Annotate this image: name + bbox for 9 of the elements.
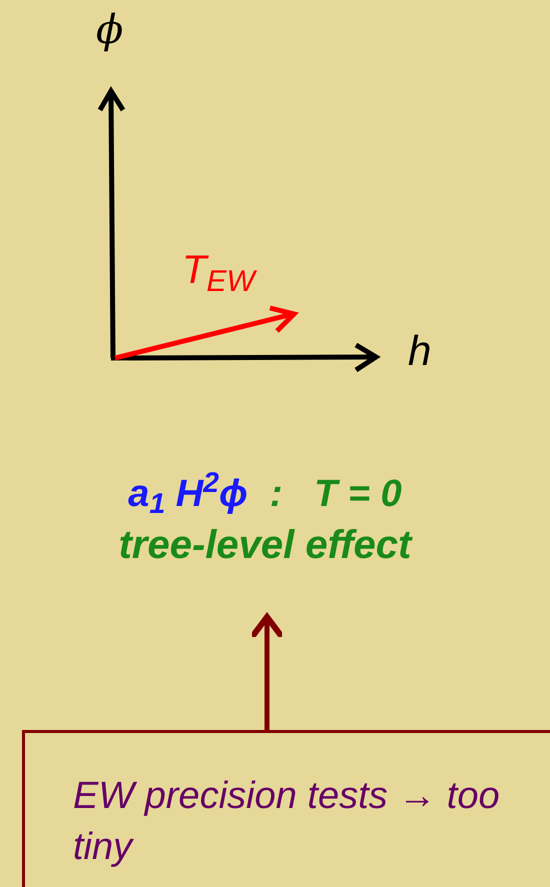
vector-label: T$_{EW}$ xyxy=(182,250,255,290)
axis-label: h xyxy=(408,330,432,372)
axis-label: ϕ xyxy=(96,10,124,50)
formula-text: a$_{1}$ H$^{2}$ϕ xyxy=(128,470,248,520)
note-box xyxy=(22,730,550,887)
arrow xyxy=(249,614,285,730)
formula-text: : T = 0 xyxy=(270,472,402,517)
effect-text: tree-level effect xyxy=(118,522,412,570)
note-text: EW precision tests → too tiny xyxy=(73,774,501,870)
